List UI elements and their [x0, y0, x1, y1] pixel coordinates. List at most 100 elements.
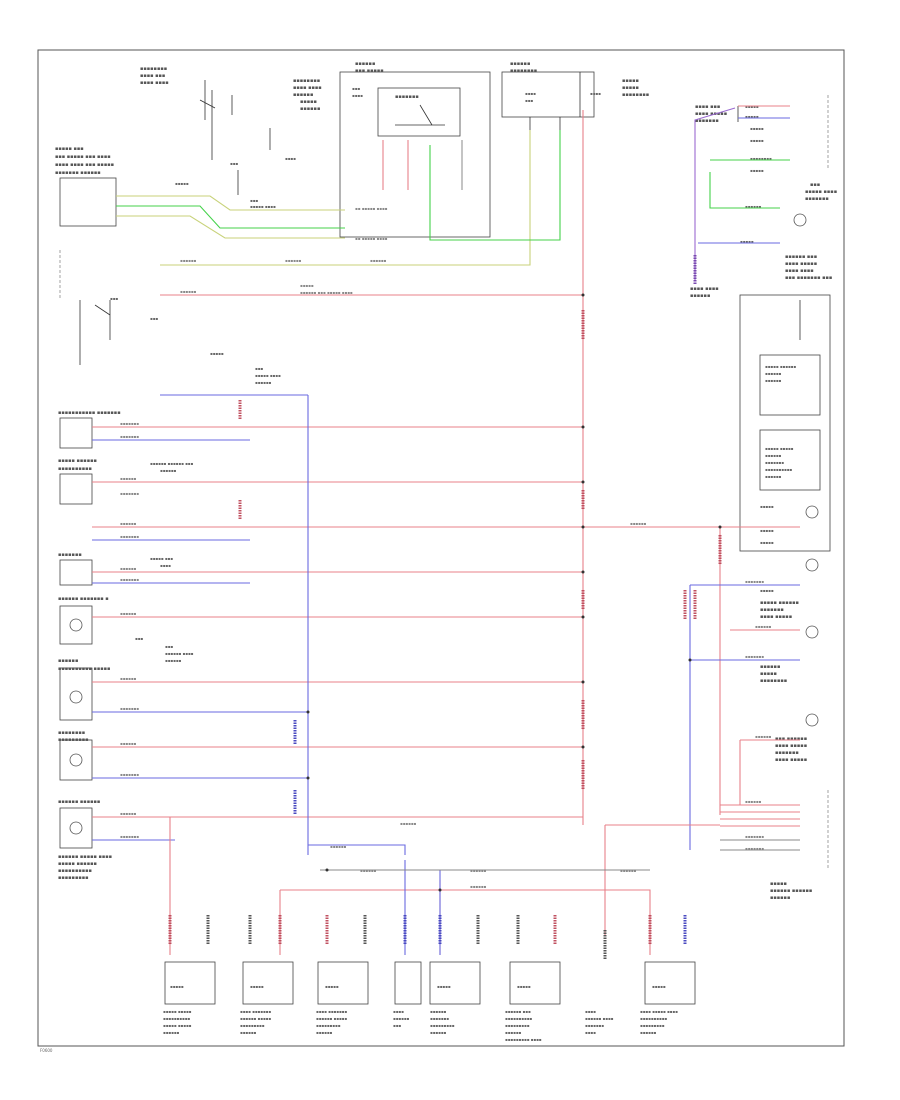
svg-text:▪▪▪▪▪▪: ▪▪▪▪▪▪ — [165, 658, 182, 663]
svg-text:▪▪▪▪▪▪: ▪▪▪▪▪▪ — [255, 380, 272, 385]
svg-text:▪▪▪▪▪▪: ▪▪▪▪▪▪ — [120, 741, 137, 746]
svg-text:▪▪▪▪▪ ▪▪▪▪▪▪: ▪▪▪▪▪ ▪▪▪▪▪▪ — [765, 364, 796, 369]
svg-text:▪▪▪▪▪▪: ▪▪▪▪▪▪ — [285, 258, 302, 263]
svg-text:▪▪▪▪▪▪▪: ▪▪▪▪▪▪▪ — [120, 421, 139, 426]
svg-text:▪▪▪▪▪▪▪: ▪▪▪▪▪▪▪ — [695, 118, 719, 124]
svg-text:▪▪▪▪▪▪▪▪▪: ▪▪▪▪▪▪▪▪▪ — [505, 1023, 530, 1028]
svg-text:▪▪▪▪ ▪▪▪▪: ▪▪▪▪ ▪▪▪▪ — [293, 85, 322, 91]
svg-text:▪▪▪▪▪▪▪▪▪▪▪ ▪▪▪▪▪▪▪: ▪▪▪▪▪▪▪▪▪▪▪ ▪▪▪▪▪▪▪ — [58, 410, 121, 416]
svg-text:▪▪▪: ▪▪▪ — [110, 296, 118, 301]
svg-text:▪▪▪▪▪▪▪: ▪▪▪▪▪▪▪ — [745, 846, 764, 851]
svg-text:▪▪ ▪▪▪▪▪ ▪▪▪▪: ▪▪ ▪▪▪▪▪ ▪▪▪▪ — [355, 206, 388, 211]
svg-text:▪▪▪▪▪▪▪: ▪▪▪▪▪▪▪ — [745, 579, 764, 584]
svg-text:▪▪▪▪▪▪ ▪▪▪▪▪▪: ▪▪▪▪▪▪ ▪▪▪▪▪▪ — [770, 888, 812, 894]
svg-text:▪▪▪▪▪▪▪: ▪▪▪▪▪▪▪ — [745, 654, 764, 659]
svg-text:▪▪▪▪▪▪: ▪▪▪▪▪▪ — [760, 664, 780, 670]
svg-text:▪▪▪▪▪▪▪: ▪▪▪▪▪▪▪ — [120, 834, 139, 839]
svg-text:▪▪▪▪▪▪: ▪▪▪▪▪▪ — [765, 474, 782, 479]
left-components: ▪▪▪ ▪▪▪ ▪▪▪▪▪ ▪▪▪ ▪▪▪▪▪ ▪▪▪▪ ▪▪▪▪▪▪ ▪▪▪▪… — [58, 250, 281, 881]
svg-text:▪▪▪▪ ▪▪▪▪▪ ▪▪▪▪: ▪▪▪▪ ▪▪▪▪▪ ▪▪▪▪ — [640, 1009, 678, 1014]
svg-text:▪▪▪▪▪: ▪▪▪▪▪ — [437, 984, 451, 989]
svg-text:▪▪▪▪▪ ▪▪▪▪: ▪▪▪▪▪ ▪▪▪▪ — [805, 189, 837, 195]
svg-text:▪▪▪▪▪▪▪▪▪▪: ▪▪▪▪▪▪▪▪▪▪ — [640, 1016, 667, 1021]
svg-text:▪▪▪▪▪▪: ▪▪▪▪▪▪ — [745, 204, 762, 209]
svg-text:▪▪▪ ▪▪▪▪▪: ▪▪▪ ▪▪▪▪▪ — [355, 68, 384, 74]
svg-text:▪▪▪▪: ▪▪▪▪ — [352, 93, 363, 98]
svg-text:▪▪▪: ▪▪▪ — [810, 182, 820, 188]
svg-text:▪▪▪▪ ▪▪▪▪: ▪▪▪▪ ▪▪▪▪ — [140, 80, 169, 86]
connector-stubs — [168, 255, 722, 960]
svg-text:▪▪▪▪▪ ▪▪▪▪▪▪: ▪▪▪▪▪ ▪▪▪▪▪▪ — [58, 861, 97, 867]
svg-text:▪▪▪▪▪▪▪▪: ▪▪▪▪▪▪▪▪ — [760, 678, 787, 684]
svg-text:▪▪▪▪ ▪▪▪▪▪: ▪▪▪▪ ▪▪▪▪▪ — [785, 261, 817, 267]
svg-text:▪▪▪▪▪: ▪▪▪▪▪ — [740, 239, 754, 244]
svg-text:▪▪▪▪ ▪▪▪▪: ▪▪▪▪ ▪▪▪▪ — [785, 268, 814, 274]
svg-text:▪▪▪▪▪▪: ▪▪▪▪▪▪ — [316, 1030, 333, 1035]
svg-text:▪▪▪▪ ▪▪▪: ▪▪▪▪ ▪▪▪ — [140, 73, 165, 79]
svg-text:▪▪▪▪▪ ▪▪▪▪: ▪▪▪▪▪ ▪▪▪▪ — [255, 373, 281, 378]
svg-text:▪▪▪▪▪▪ ▪▪▪▪: ▪▪▪▪▪▪ ▪▪▪▪ — [165, 651, 194, 656]
svg-text:▪▪▪▪ ▪▪▪▪▪▪▪: ▪▪▪▪ ▪▪▪▪▪▪▪ — [240, 1009, 271, 1014]
svg-text:▪▪▪▪▪: ▪▪▪▪▪ — [750, 168, 764, 173]
svg-text:▪▪▪▪▪▪: ▪▪▪▪▪▪ — [470, 884, 487, 889]
svg-text:▪▪▪▪: ▪▪▪▪ — [590, 91, 601, 96]
svg-text:▪▪▪▪▪: ▪▪▪▪▪ — [745, 114, 759, 119]
svg-text:▪▪▪▪▪▪▪▪▪: ▪▪▪▪▪▪▪▪▪ — [316, 1023, 341, 1028]
svg-text:▪▪▪▪▪ ▪▪▪: ▪▪▪▪▪ ▪▪▪ — [150, 556, 173, 561]
svg-text:▪▪▪▪▪▪▪▪▪ ▪▪▪▪: ▪▪▪▪▪▪▪▪▪ ▪▪▪▪ — [505, 1037, 542, 1042]
svg-text:▪▪▪ ▪▪▪▪▪▪▪ ▪▪▪: ▪▪▪ ▪▪▪▪▪▪▪ ▪▪▪ — [785, 275, 832, 281]
svg-text:▪▪▪▪▪: ▪▪▪▪▪ — [622, 85, 639, 91]
svg-text:▪▪▪▪▪▪▪: ▪▪▪▪▪▪▪ — [120, 772, 139, 777]
svg-text:▪▪▪▪▪▪▪▪: ▪▪▪▪▪▪▪▪ — [140, 66, 167, 72]
svg-text:▪▪▪▪▪▪: ▪▪▪▪▪▪ — [470, 868, 487, 873]
svg-text:▪▪▪▪▪: ▪▪▪▪▪ — [175, 181, 189, 186]
wire-codes: ▪▪▪▪▪▪ ▪▪▪▪▪ ▪▪▪▪▪▪ ▪▪▪ ▪▪▪▪▪ ▪▪▪▪ ▪▪▪▪▪… — [120, 206, 772, 889]
svg-text:▪▪▪▪▪▪: ▪▪▪▪▪▪ — [765, 378, 782, 383]
svg-text:▪▪▪▪▪▪▪▪▪▪: ▪▪▪▪▪▪▪▪▪▪ — [163, 1016, 190, 1021]
svg-text:▪▪▪▪▪▪▪▪: ▪▪▪▪▪▪▪▪ — [622, 92, 649, 98]
svg-text:▪▪▪▪▪▪: ▪▪▪▪▪▪ — [120, 566, 137, 571]
top-left-module: ▪▪▪▪▪ ▪▪▪ ▪▪▪ ▪▪▪▪▪ ▪▪▪ ▪▪▪▪ ▪▪▪▪ ▪▪▪▪ ▪… — [55, 146, 117, 227]
svg-text:▪▪▪▪▪: ▪▪▪▪▪ — [325, 984, 339, 989]
svg-text:▪▪▪▪▪▪: ▪▪▪▪▪▪ — [58, 658, 78, 664]
svg-text:▪▪▪▪▪▪: ▪▪▪▪▪▪ — [180, 258, 197, 263]
svg-text:▪▪▪▪▪▪▪: ▪▪▪▪▪▪▪ — [430, 1016, 449, 1021]
svg-text:▪▪▪▪▪▪ ▪▪▪▪▪▪: ▪▪▪▪▪▪ ▪▪▪▪▪▪ — [58, 799, 100, 805]
svg-text:▪▪▪▪▪: ▪▪▪▪▪ — [760, 588, 774, 593]
svg-text:▪▪▪: ▪▪▪ — [230, 161, 238, 166]
svg-text:▪▪▪▪▪▪: ▪▪▪▪▪▪ — [240, 1030, 257, 1035]
svg-text:▪▪▪▪▪: ▪▪▪▪▪ — [250, 984, 264, 989]
svg-text:▪▪▪▪▪▪▪: ▪▪▪▪▪▪▪ — [120, 706, 139, 711]
svg-text:▪▪▪▪▪▪: ▪▪▪▪▪▪ — [640, 1030, 657, 1035]
svg-text:▪▪▪▪▪▪▪▪▪: ▪▪▪▪▪▪▪▪▪ — [58, 737, 89, 743]
svg-text:▪▪▪▪▪▪: ▪▪▪▪▪▪ — [393, 1016, 410, 1021]
wire-runs — [92, 105, 800, 955]
svg-text:▪▪▪▪▪: ▪▪▪▪▪ — [210, 351, 224, 356]
svg-text:▪▪▪▪▪▪: ▪▪▪▪▪▪ — [293, 92, 313, 98]
svg-text:▪▪▪▪ ▪▪▪▪: ▪▪▪▪ ▪▪▪▪ — [690, 286, 719, 292]
svg-text:▪▪▪▪▪▪ ▪▪▪▪▪: ▪▪▪▪▪▪ ▪▪▪▪▪ — [240, 1016, 271, 1021]
svg-text:▪▪▪▪▪▪▪▪▪▪ ▪▪▪▪▪: ▪▪▪▪▪▪▪▪▪▪ ▪▪▪▪▪ — [58, 666, 110, 672]
svg-text:▪▪▪▪ ▪▪▪▪ ▪▪▪ ▪▪▪▪▪: ▪▪▪▪ ▪▪▪▪ ▪▪▪ ▪▪▪▪▪ — [55, 162, 114, 168]
svg-text:▪▪▪▪: ▪▪▪▪ — [160, 563, 171, 568]
svg-text:▪▪▪▪▪: ▪▪▪▪▪ — [760, 504, 774, 509]
svg-text:▪▪▪▪▪▪: ▪▪▪▪▪▪ — [765, 371, 782, 376]
svg-text:▪▪▪▪▪▪ ▪▪▪▪▪▪▪ ▪: ▪▪▪▪▪▪ ▪▪▪▪▪▪▪ ▪ — [58, 596, 109, 602]
svg-text:▪▪▪▪▪▪ ▪▪▪▪▪▪ ▪▪▪: ▪▪▪▪▪▪ ▪▪▪▪▪▪ ▪▪▪ — [150, 461, 193, 466]
svg-text:▪▪▪▪▪▪▪▪: ▪▪▪▪▪▪▪▪ — [510, 68, 537, 74]
svg-text:▪▪▪▪▪▪: ▪▪▪▪▪▪ — [120, 611, 137, 616]
svg-text:▪▪▪▪▪▪: ▪▪▪▪▪▪ — [300, 106, 320, 112]
svg-text:▪▪▪▪▪▪: ▪▪▪▪▪▪ — [745, 799, 762, 804]
right-module-stack: ▪▪▪▪▪ ▪▪▪▪▪▪ ▪▪▪▪▪▪ ▪▪▪▪▪▪ ▪▪▪▪▪ ▪▪▪▪▪ ▪… — [739, 294, 831, 901]
svg-text:▪▪▪▪▪▪▪▪▪▪: ▪▪▪▪▪▪▪▪▪▪ — [505, 1016, 532, 1021]
svg-text:▪▪▪▪▪▪▪▪▪: ▪▪▪▪▪▪▪▪▪ — [58, 875, 89, 881]
svg-text:▪▪▪▪▪: ▪▪▪▪▪ — [300, 283, 314, 288]
svg-text:▪▪▪▪▪▪: ▪▪▪▪▪▪ — [690, 293, 710, 299]
svg-text:▪▪▪▪▪ ▪▪▪▪▪▪: ▪▪▪▪▪ ▪▪▪▪▪▪ — [760, 600, 799, 606]
svg-text:▪▪▪▪▪▪▪▪▪: ▪▪▪▪▪▪▪▪▪ — [240, 1023, 265, 1028]
svg-text:▪▪▪▪▪: ▪▪▪▪▪ — [170, 984, 184, 989]
top-right-connector: ▪▪▪▪ ▪▪▪ ▪▪▪▪ ▪▪▪▪▪ ▪▪▪▪▪▪▪ ▪▪▪▪▪ ▪▪▪▪▪ … — [690, 95, 837, 299]
svg-text:▪▪▪▪▪▪▪: ▪▪▪▪▪▪▪ — [760, 607, 784, 613]
svg-text:▪▪▪▪▪ ▪▪▪▪: ▪▪▪▪▪ ▪▪▪▪ — [250, 204, 276, 209]
